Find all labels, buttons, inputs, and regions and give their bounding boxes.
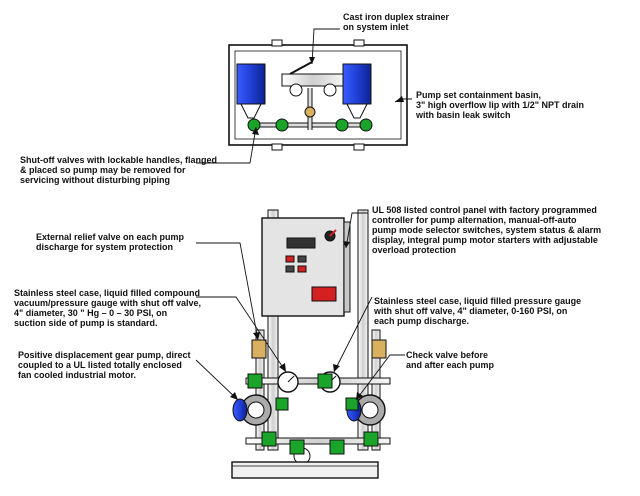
status-indicator <box>297 255 307 263</box>
mounting-lug <box>271 143 283 151</box>
callout-line: pump mode selector switches, system stat… <box>372 225 602 235</box>
front-view <box>231 209 391 479</box>
callout-line: & placed so pump may be removed for <box>20 165 186 175</box>
callout-line: 4" diameter, 30 " Hg – 0 – 30 PSI, on <box>14 308 168 318</box>
strainer-basket <box>289 83 303 97</box>
leader-line <box>196 242 259 341</box>
controller-display <box>286 237 316 249</box>
callout-line: suction side of pump is standard. <box>14 318 158 328</box>
mounting-lug <box>353 39 365 47</box>
leader-line <box>196 296 287 373</box>
mounting-lug <box>271 39 283 47</box>
duplex-strainer <box>281 73 345 87</box>
callout-line: Pump set containment basin, <box>416 90 542 100</box>
callout-line: 3" high overflow lip with 1/2" NPT drain <box>416 100 585 110</box>
status-indicator <box>285 255 295 263</box>
shutoff-valve <box>317 373 333 389</box>
callout-line: coupled to a UL listed totally enclosed <box>18 360 182 370</box>
leader-lines <box>195 28 412 401</box>
shutoff-valve <box>335 118 349 132</box>
shutoff-valve <box>363 431 379 447</box>
relief-valve-right <box>371 339 387 359</box>
callout-line: controller for pump alternation, manual-… <box>372 215 577 225</box>
callout-line: UL 508 listed control panel with factory… <box>372 205 597 215</box>
relief-valve-left <box>251 339 267 359</box>
callout-line: Stainless steel case, liquid filled comp… <box>14 288 201 298</box>
shutoff-valve <box>247 118 261 132</box>
top-view <box>228 39 408 151</box>
callout-line: Stainless steel case, liquid filled pres… <box>374 296 582 306</box>
check-valve <box>345 397 359 411</box>
leader-line <box>195 359 239 401</box>
shutoff-valve <box>329 439 345 455</box>
leader-arrowheads <box>230 57 404 400</box>
basin-inner-wall <box>234 50 402 140</box>
shutoff-valve <box>261 431 277 447</box>
status-indicator <box>297 265 307 273</box>
check-valve <box>304 106 316 118</box>
callout-pressure-gauge: Stainless steel case, liquid filled pres… <box>374 296 581 326</box>
leader-line <box>196 126 257 164</box>
callout-line: vacuum/pressure gauge with shut off valv… <box>14 298 202 308</box>
shutoff-valve <box>289 439 305 455</box>
shutoff-valve <box>275 118 289 132</box>
containment-basin-front <box>231 461 379 479</box>
strainer-basket <box>323 83 337 97</box>
leader-line <box>333 296 373 373</box>
leader-line <box>345 212 368 249</box>
callout-line: display, integral pump motor starters wi… <box>372 235 598 245</box>
mounting-lug <box>353 143 365 151</box>
callout-containment-basin: Pump set containment basin,3" high overf… <box>416 90 584 120</box>
pump-motor-right <box>342 63 372 105</box>
pump-motor-front-left <box>232 398 248 422</box>
callout-line: Shut-off valves with lockable handles, f… <box>20 155 218 165</box>
callout-shutoff-valves: Shut-off valves with lockable handles, f… <box>20 155 217 185</box>
callout-line: Cast iron duplex strainer <box>343 12 450 22</box>
callout-line: servicing without disturbing piping <box>20 175 170 185</box>
panel-support-frame <box>357 209 369 451</box>
panel-support-frame <box>267 209 279 451</box>
status-indicator <box>285 265 295 273</box>
callout-line: External relief valve on each pump <box>36 232 185 242</box>
shutoff-valve <box>247 373 263 389</box>
leader-line <box>311 28 340 65</box>
callout-line: fan cooled industrial motor. <box>18 370 137 380</box>
pump-motor-left <box>236 63 266 105</box>
callout-line: Check valve before <box>406 350 489 360</box>
alarm-label <box>311 286 337 302</box>
callout-line: discharge for system protection <box>36 242 174 252</box>
callout-line: with shut off valve, 4" diameter, 0-160 … <box>374 306 568 316</box>
leader-line <box>355 354 405 401</box>
callout-line: each pump discharge. <box>374 316 470 326</box>
callout-line: Positive displacement gear pump, direct <box>18 350 191 360</box>
callout-control-panel: UL 508 listed control panel with factory… <box>372 205 601 255</box>
callout-line: with basin leak switch <box>416 110 511 120</box>
shutoff-valve <box>359 118 373 132</box>
check-valve <box>275 397 289 411</box>
callout-compound-gauge: Stainless steel case, liquid filled comp… <box>14 288 201 328</box>
callout-line: on system inlet <box>343 22 409 32</box>
callout-line: and after each pump <box>406 360 495 370</box>
callout-line: overload protection <box>372 245 457 255</box>
